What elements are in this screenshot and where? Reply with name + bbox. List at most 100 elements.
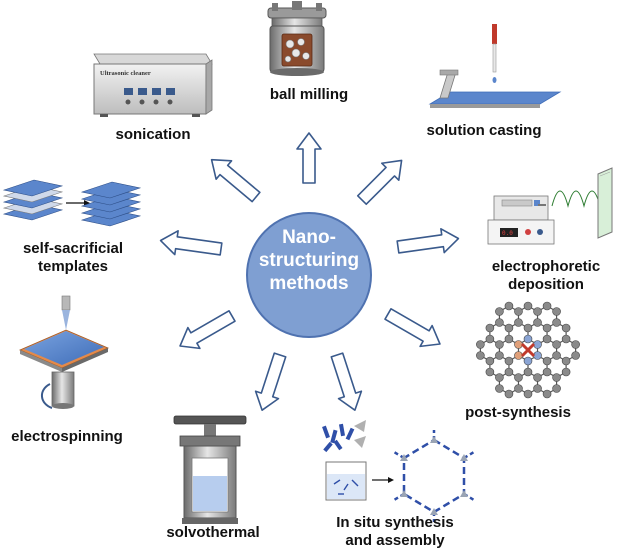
label-sonication: sonication xyxy=(115,126,191,143)
graphene-atom xyxy=(523,301,533,311)
graphene-atom xyxy=(495,318,504,327)
graphene-atom xyxy=(523,334,533,344)
graphene-atom xyxy=(552,318,561,327)
arrow-sonication xyxy=(210,158,261,203)
graphene-atom xyxy=(533,373,542,382)
in-situ-illustration xyxy=(322,420,475,522)
graphene-atom xyxy=(552,340,561,349)
graphene-atom xyxy=(523,367,533,377)
graphene-atom xyxy=(504,301,514,311)
arrow-ball-milling xyxy=(296,132,322,184)
self-sacrificial-illustration xyxy=(2,179,142,227)
graphene-atom xyxy=(485,323,495,333)
graphene-atom xyxy=(571,340,580,349)
label-solution-casting: solution casting xyxy=(426,122,542,139)
label-electrophoretic-line-1: electrophoretic xyxy=(491,258,601,275)
arrow-electrospinning xyxy=(179,310,236,350)
graphene-atom xyxy=(533,384,542,393)
graphene-atom xyxy=(495,351,504,360)
graphene-atom xyxy=(542,334,552,344)
solvothermal-illustration xyxy=(173,415,247,524)
electrophoretic-illustration: 0.0 xyxy=(487,167,613,245)
graphene-atom xyxy=(561,334,571,344)
arrow-solution-casting xyxy=(356,159,403,206)
graphene-atom xyxy=(552,384,561,393)
ball-mill-illustration xyxy=(267,1,327,76)
graphene-atom xyxy=(561,323,571,333)
label-self-sacrificial: self-sacrificial templates xyxy=(4,240,142,276)
graphene-atom xyxy=(542,356,552,366)
hexagon-assembly xyxy=(393,430,475,522)
template-stack-left xyxy=(2,179,64,221)
label-electrophoretic-line-2: deposition xyxy=(508,276,584,293)
graphene-atom xyxy=(571,351,580,360)
graphene-atom xyxy=(476,351,485,360)
graphene-atom xyxy=(485,356,495,366)
template-stack-right xyxy=(80,181,142,227)
graphene-atom xyxy=(542,389,552,399)
graphene-atom xyxy=(561,356,571,366)
graphene-atom xyxy=(523,356,533,366)
graphene-atom xyxy=(542,367,552,377)
graphene-atom xyxy=(476,340,485,349)
graphene-atom xyxy=(552,307,561,316)
graphene-atom xyxy=(523,389,533,399)
label-solvothermal: solvothermal xyxy=(166,524,260,541)
graphene-atom xyxy=(504,389,514,399)
label-electrophoretic: electrophoretic deposition xyxy=(476,258,616,294)
graphene-atom xyxy=(514,318,523,327)
graphene-atom xyxy=(495,340,504,349)
center-circle xyxy=(246,212,372,338)
graphene-atom xyxy=(504,367,514,377)
graphene-atom xyxy=(514,351,523,360)
graphene-atom xyxy=(514,373,523,382)
graphene-atom xyxy=(514,384,523,393)
graphene-atom xyxy=(495,307,504,316)
ultrasonic-label: Ultrasonic cleaner xyxy=(100,70,151,77)
graphene-atom xyxy=(495,373,504,382)
graphene-atom xyxy=(495,384,504,393)
arrow-self-sacrificial xyxy=(159,230,223,256)
graphene-atom xyxy=(552,373,561,382)
graphene-atom xyxy=(561,367,571,377)
label-self-sacrificial-line-2: templates xyxy=(37,258,109,275)
label-post-synthesis: post-synthesis xyxy=(465,404,571,421)
center-label-line-1: Nano- xyxy=(282,227,336,248)
graphene-atom xyxy=(542,323,552,333)
label-electrospinning: electrospinning xyxy=(11,428,123,445)
graphene-atom xyxy=(523,323,533,333)
label-in-situ-line-2: and assembly xyxy=(345,532,445,549)
graphene-atom xyxy=(514,307,523,316)
solution-casting-illustration xyxy=(428,24,562,108)
ultrasonic-cleaner-illustration: Ultrasonic cleaner xyxy=(93,53,213,117)
graphene-atom xyxy=(552,351,561,360)
metal-center-icon xyxy=(520,342,536,358)
arrows xyxy=(159,132,460,411)
graphene-atom xyxy=(485,367,495,377)
center-label: Nano- structuring methods xyxy=(248,226,370,295)
arrow-in-situ xyxy=(330,352,363,411)
post-synthesis-illustration xyxy=(476,301,580,399)
center-label-line-3: methods xyxy=(269,273,349,294)
graphene-atom xyxy=(533,351,542,360)
graphene-atom xyxy=(533,307,542,316)
electrospinning-illustration xyxy=(18,295,110,409)
graphene-atom xyxy=(542,301,552,311)
center-label-line-2: structuring xyxy=(258,250,360,271)
arrow-post-synthesis xyxy=(384,308,441,348)
nanorods xyxy=(322,423,355,453)
label-in-situ-line-1: In situ synthesis xyxy=(336,514,454,531)
arrow-electrophoretic xyxy=(396,228,460,254)
graphene-atom xyxy=(504,356,514,366)
graphene-atom xyxy=(533,340,542,349)
arrow-solvothermal xyxy=(254,352,287,411)
graphene-atom xyxy=(514,340,523,349)
label-self-sacrificial-line-1: self-sacrificial xyxy=(22,240,124,257)
svg-text:0.0: 0.0 xyxy=(502,230,513,237)
label-ball-milling: ball milling xyxy=(269,86,349,103)
graphene-atom xyxy=(485,334,495,344)
graphene-atom xyxy=(504,323,514,333)
graphene-atom xyxy=(533,318,542,327)
